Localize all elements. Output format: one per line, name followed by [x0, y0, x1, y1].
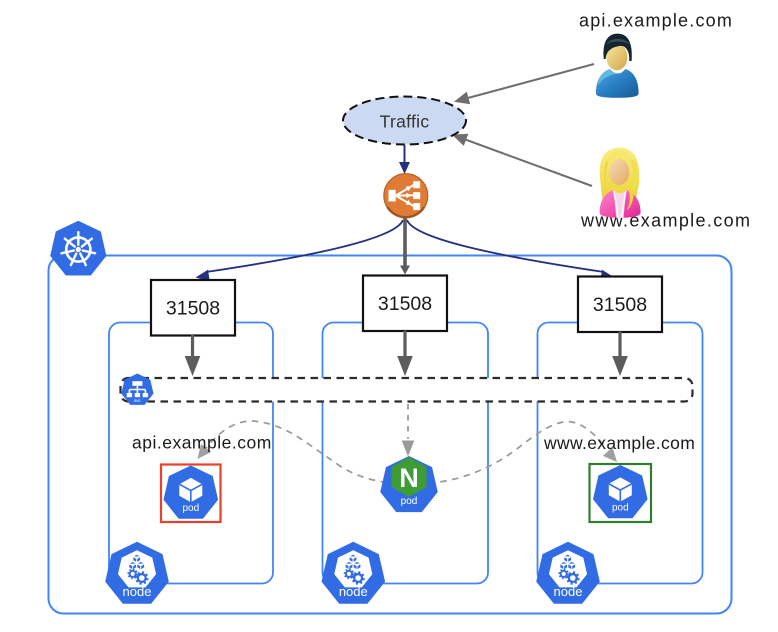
- svg-text:N: N: [399, 463, 419, 493]
- svg-text:api.example.com: api.example.com: [579, 11, 733, 31]
- svg-text:31508: 31508: [378, 293, 432, 315]
- svg-text:Traffic: Traffic: [380, 112, 430, 132]
- svg-text:www.example.com: www.example.com: [543, 433, 695, 453]
- svg-text:pod: pod: [182, 503, 199, 514]
- svg-text:node: node: [123, 584, 152, 599]
- svg-text:node: node: [339, 584, 368, 599]
- svg-text:svc: svc: [134, 398, 142, 403]
- svg-text:pod: pod: [612, 502, 629, 513]
- svg-text:31508: 31508: [166, 298, 220, 320]
- svg-text:pod: pod: [401, 496, 418, 507]
- svg-text:api.example.com: api.example.com: [132, 433, 272, 453]
- svg-text:31508: 31508: [593, 294, 647, 316]
- svg-text:node: node: [554, 584, 583, 599]
